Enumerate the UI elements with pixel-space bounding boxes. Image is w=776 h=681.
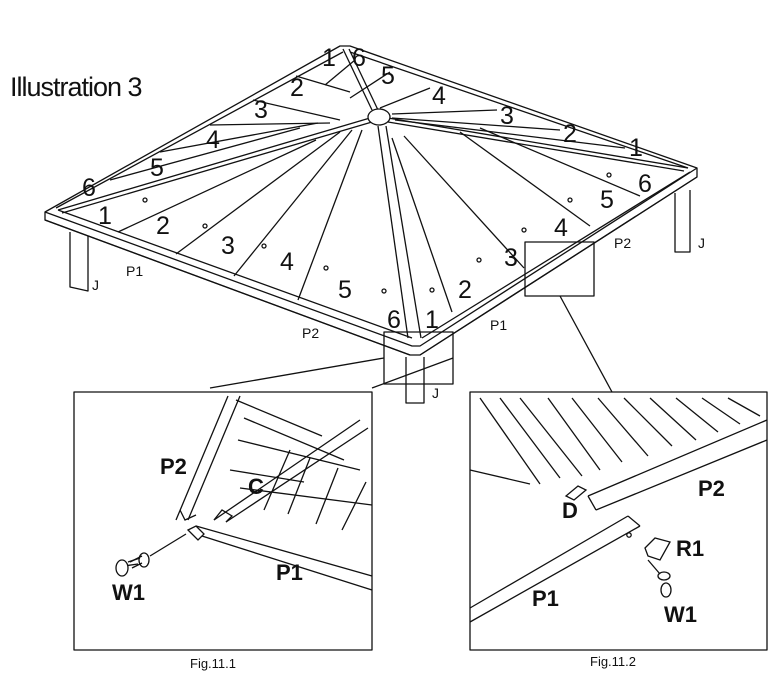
seams-back-left: [109, 75, 351, 181]
label-p1-right: P1: [490, 317, 507, 333]
label-j-right: J: [698, 235, 705, 251]
panel-num-rs-5: 5: [600, 186, 614, 214]
detail-left-drawing: [115, 395, 373, 591]
label-j-left: J: [92, 277, 99, 293]
label-p2-front: P2: [302, 325, 319, 341]
roof-part-labels: P1 P2 P1 P2 J J J: [92, 235, 705, 401]
panel-num-fl-5: 5: [338, 276, 352, 304]
label-p1-left: P1: [126, 263, 143, 279]
leader-line-left: [209, 357, 385, 389]
panel-num-fr-6: 6: [638, 170, 652, 198]
fig-11-2-caption: Fig.11.2: [590, 654, 637, 669]
roof-outline: [44, 45, 698, 356]
fig-11-1-caption: Fig.11.1: [190, 656, 237, 671]
panel-num-fl-6: 6: [387, 306, 401, 334]
detail-left-w1: W1: [112, 580, 145, 605]
panel-num-fr-4: 4: [554, 214, 568, 242]
detail-box-right: [524, 241, 595, 297]
detail-left-p1: P1: [276, 560, 303, 585]
detail-right-d: D: [562, 498, 578, 523]
detail-right-drawing: [469, 397, 768, 623]
detail-right-p1: P1: [532, 586, 559, 611]
seams-back-right: [324, 59, 626, 149]
leg-left: [69, 232, 89, 292]
panel-num-bl-5: 5: [150, 154, 164, 182]
seams-front-left: [117, 129, 363, 301]
panel-num-br-2: 2: [563, 120, 577, 148]
panel-num-fr-2: 2: [458, 276, 472, 304]
panel-num-fl-3: 3: [221, 232, 235, 260]
label-p2-right: P2: [614, 235, 631, 251]
panel-num-bl-3: 3: [254, 96, 268, 124]
panel-num-bl-1: 1: [322, 44, 336, 72]
panel-num-br-5: 5: [381, 62, 395, 90]
panel-num-fl-2: 2: [156, 212, 170, 240]
detail-frame-left: [73, 391, 373, 651]
leader-line-right: [559, 295, 613, 393]
panel-num-br-3: 3: [500, 102, 514, 130]
panel-num-br-6: 6: [352, 44, 366, 72]
detail-right-w1: W1: [664, 602, 697, 627]
seams-front-right: [391, 127, 641, 313]
leg-front: [405, 357, 425, 404]
label-j-front: J: [432, 385, 439, 401]
roof-panel-numbers: 1 2 3 4 5 6 6 5 4 3 2 1 1 2 3 4 5 6 1 2 …: [82, 44, 652, 334]
panel-num-fr-3: 3: [504, 244, 518, 272]
panel-num-fl-1: 1: [98, 202, 112, 230]
illustration-title: Illustration 3: [10, 72, 143, 102]
detail-left-p2: P2: [160, 454, 187, 479]
leg-right: [674, 190, 691, 253]
panel-num-fr-1: 1: [425, 306, 439, 334]
detail-right-r1: R1: [676, 536, 704, 561]
panel-num-bl-2: 2: [290, 74, 304, 102]
panel-num-fl-4: 4: [280, 248, 294, 276]
detail-right-p2: P2: [698, 476, 725, 501]
screw-dots: [142, 172, 612, 294]
panel-num-br-1: 1: [629, 134, 643, 162]
detail-frame-right: [469, 391, 768, 651]
panel-num-bl-6: 6: [82, 174, 96, 202]
detail-labels: P2 C W1 P1 D P2 R1 P1 W1: [112, 454, 725, 627]
panel-num-bl-4: 4: [206, 126, 220, 154]
panel-num-br-4: 4: [432, 82, 446, 110]
detail-left-c: C: [248, 474, 264, 499]
roof-ridges: [57, 48, 689, 339]
